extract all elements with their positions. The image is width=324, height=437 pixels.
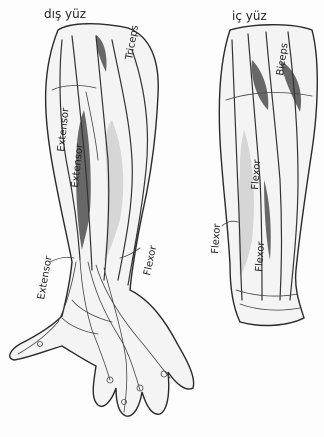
inner-forearm-outline	[219, 25, 317, 326]
inner-forearm: iç yüz Biceps Flexor Flexor Flexor	[210, 9, 317, 325]
inner-flexor-upper-label: Flexor	[250, 158, 263, 190]
inner-flexor-left-label: Flexor	[210, 222, 223, 254]
outer-forearm-outline	[10, 24, 194, 416]
inner-flexor-mid-label: Flexor	[254, 240, 267, 272]
outer-forearm: dış yüz Triceps Extensor Extensor Extens…	[10, 7, 194, 416]
outer-flexor-label: Flexor	[142, 244, 159, 277]
outer-title: dış yüz	[44, 7, 86, 21]
inner-title: iç yüz	[232, 9, 267, 23]
